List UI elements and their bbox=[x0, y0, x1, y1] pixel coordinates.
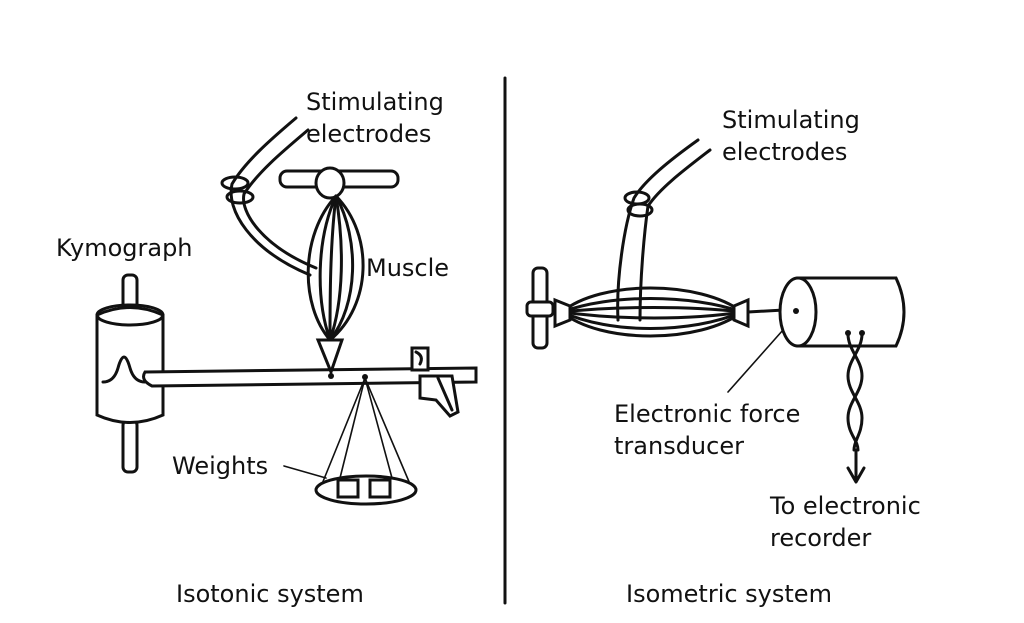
transducer-label-line2: transducer bbox=[614, 432, 744, 460]
isometric-stand bbox=[525, 266, 555, 350]
recorder-label-line2: recorder bbox=[770, 524, 872, 552]
kymograph-drum bbox=[95, 273, 165, 474]
force-transducer bbox=[778, 276, 906, 348]
isometric-electrodes-label-line1: Stimulating bbox=[722, 106, 860, 134]
top-clamp-bar bbox=[278, 166, 400, 200]
isotonic-caption: Isotonic system bbox=[176, 580, 364, 608]
isotonic-muscle bbox=[306, 194, 365, 379]
weights-label: Weights bbox=[172, 452, 269, 480]
weights-pointer bbox=[283, 465, 327, 479]
isotonic-electrodes-label-line2: electrodes bbox=[306, 120, 432, 148]
muscle-label: Muscle bbox=[366, 254, 450, 282]
weights-pan bbox=[314, 374, 418, 506]
kymograph-label: Kymograph bbox=[56, 234, 193, 262]
transducer-label-line1: Electronic force bbox=[614, 400, 801, 428]
isotonic-electrodes-label-line1: Stimulating bbox=[306, 88, 444, 116]
recorder-cable bbox=[846, 332, 866, 484]
lever-arm bbox=[142, 346, 478, 418]
recorder-label-line1: To electronic bbox=[770, 492, 921, 520]
isometric-muscle bbox=[553, 286, 786, 338]
transducer-pointer bbox=[727, 329, 784, 393]
isometric-electrode-wires bbox=[616, 138, 712, 322]
isometric-caption: Isometric system bbox=[626, 580, 832, 608]
isometric-electrodes-label-line2: electrodes bbox=[722, 138, 848, 166]
isotonic-electrode-wires bbox=[220, 116, 318, 277]
